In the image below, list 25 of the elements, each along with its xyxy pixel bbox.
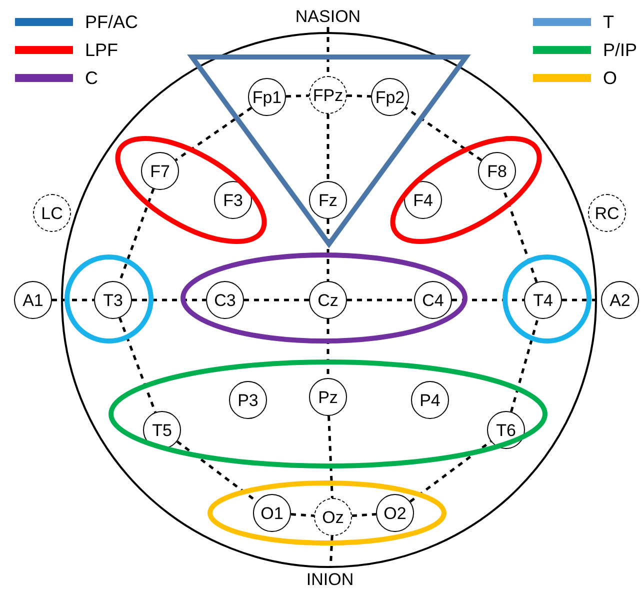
dashed-connector (132, 298, 206, 302)
dashed-connector (286, 94, 310, 98)
dashed-connector (244, 298, 309, 302)
landmark-label: INION (295, 568, 365, 590)
legend-label: PF/AC (85, 11, 138, 34)
dashed-connector (347, 298, 414, 302)
dashed-connector (452, 298, 524, 302)
dashed-connector (290, 513, 314, 517)
legend-label: O (603, 67, 618, 90)
dashed-connector (329, 536, 334, 568)
dashed-connector (510, 318, 539, 412)
dashed-connector (328, 416, 334, 498)
dashed-connector (409, 440, 492, 503)
dashed-connector (326, 219, 330, 281)
legend-label: T (603, 11, 614, 34)
landmark-label: NASION (286, 5, 370, 27)
legend-label: P/IP (603, 39, 638, 62)
dashed-connector (174, 106, 252, 162)
dashed-connector (346, 94, 372, 98)
legend-label: C (85, 67, 98, 90)
dashed-connector (352, 512, 376, 518)
legend-label: LPF (85, 39, 118, 62)
dashed-connector (118, 317, 156, 413)
dashed-connector (404, 106, 482, 162)
dashed-connector (326, 114, 330, 181)
